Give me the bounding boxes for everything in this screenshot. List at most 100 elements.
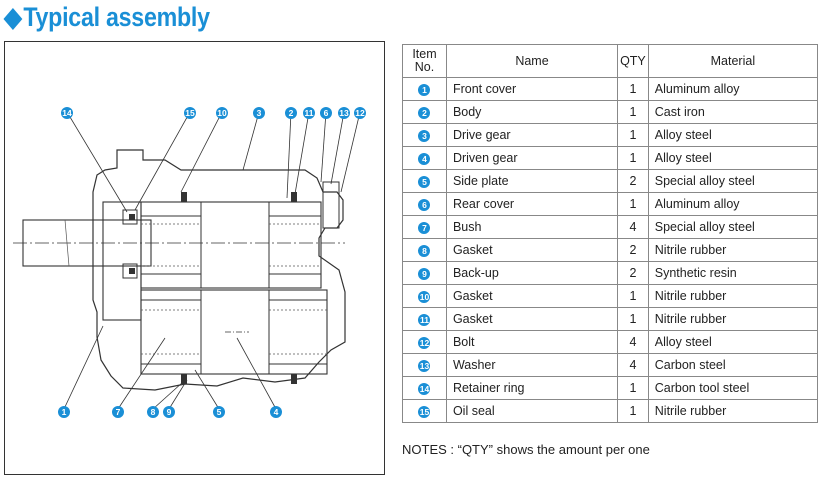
callout-14: 14 <box>61 106 73 119</box>
section-title: ◆Typical assembly <box>4 2 210 33</box>
assembly-drawing: 14 15 10 3 2 11 6 13 12 1 7 8 9 5 4 <box>4 41 385 475</box>
cell-name: Side plate <box>445 169 619 193</box>
cell-name: Drive gear <box>445 123 619 147</box>
cell-item-no: 14 <box>402 376 447 400</box>
cell-name: Driven gear <box>445 146 619 170</box>
cell-item-no: 1 <box>402 77 447 101</box>
callout-10: 10 <box>216 106 228 119</box>
cell-name: Gasket <box>445 238 619 262</box>
item-number-badge: 13 <box>418 359 431 372</box>
cell-qty: 4 <box>617 330 649 354</box>
cell-qty: 1 <box>617 284 649 308</box>
cell-material: Cast iron <box>647 100 819 124</box>
cell-name: Front cover <box>445 77 619 101</box>
cell-material: Nitrile rubber <box>647 399 819 423</box>
callout-2: 2 <box>285 104 297 122</box>
cell-name: Oil seal <box>445 399 619 423</box>
cell-name: Rear cover <box>445 192 619 216</box>
cell-material: Nitrile rubber <box>647 284 819 308</box>
item-number-badge: 8 <box>418 244 431 257</box>
diamond-bullet-icon: ◆ <box>4 2 22 32</box>
housing-outline <box>92 149 346 391</box>
item-number-badge: 7 <box>418 221 431 234</box>
item-number-badge: 15 <box>418 405 431 418</box>
cell-name: Gasket <box>445 284 619 308</box>
cell-material: Carbon tool steel <box>647 376 819 400</box>
header-material: Material <box>647 44 819 78</box>
header-name: Name <box>445 44 619 78</box>
cell-qty: 1 <box>617 146 649 170</box>
callout-12: 12 <box>354 106 366 119</box>
item-number-badge: 5 <box>418 175 431 188</box>
item-number-badge: 9 <box>418 267 431 280</box>
cell-item-no: 13 <box>402 353 447 377</box>
cell-material: Special alloy steel <box>647 169 819 193</box>
cell-material: Alloy steel <box>647 330 819 354</box>
cell-name: Gasket <box>445 307 619 331</box>
cell-name: Bush <box>445 215 619 239</box>
callout-13: 13 <box>338 106 350 119</box>
section-title-text: Typical assembly <box>23 2 210 32</box>
callout-3: 3 <box>253 104 265 122</box>
cell-item-no: 10 <box>402 284 447 308</box>
cell-qty: 1 <box>617 123 649 147</box>
item-number-badge: 14 <box>418 382 431 395</box>
cell-material: Alloy steel <box>647 123 819 147</box>
drive-gear-upper <box>140 201 322 289</box>
notes-text: NOTES : “QTY” shows the amount per one <box>402 442 650 457</box>
item-number-badge: 6 <box>418 198 431 211</box>
callout-1: 1 <box>58 403 70 421</box>
callout-9: 9 <box>163 403 175 421</box>
item-number-badge: 3 <box>418 129 431 142</box>
cell-qty: 2 <box>617 169 649 193</box>
item-number-badge: 2 <box>418 106 431 119</box>
cell-qty: 1 <box>617 399 649 423</box>
cell-item-no: 9 <box>402 261 447 285</box>
cell-name: Washer <box>445 353 619 377</box>
item-number-badge: 4 <box>418 152 431 165</box>
cell-qty: 2 <box>617 261 649 285</box>
cell-name: Back-up <box>445 261 619 285</box>
callout-7: 7 <box>112 403 124 421</box>
cell-qty: 1 <box>617 100 649 124</box>
header-qty: QTY <box>617 44 649 78</box>
cell-qty: 1 <box>617 192 649 216</box>
cell-item-no: 3 <box>402 123 447 147</box>
cell-material: Nitrile rubber <box>647 307 819 331</box>
cell-material: Aluminum alloy <box>647 192 819 216</box>
bolt <box>322 181 340 229</box>
cell-item-no: 12 <box>402 330 447 354</box>
cell-item-no: 2 <box>402 100 447 124</box>
cell-item-no: 15 <box>402 399 447 423</box>
cell-item-no: 8 <box>402 238 447 262</box>
cell-name: Body <box>445 100 619 124</box>
cell-item-no: 11 <box>402 307 447 331</box>
callout-8: 8 <box>147 403 159 421</box>
cell-qty: 2 <box>617 238 649 262</box>
cell-qty: 1 <box>617 376 649 400</box>
cell-item-no: 6 <box>402 192 447 216</box>
cell-qty: 1 <box>617 77 649 101</box>
item-number-badge: 10 <box>418 290 431 303</box>
cell-material: Special alloy steel <box>647 215 819 239</box>
item-number-badge: 11 <box>418 313 431 326</box>
cell-material: Aluminum alloy <box>647 77 819 101</box>
cell-name: Bolt <box>445 330 619 354</box>
callout-11: 11 <box>303 106 315 119</box>
cell-item-no: 5 <box>402 169 447 193</box>
